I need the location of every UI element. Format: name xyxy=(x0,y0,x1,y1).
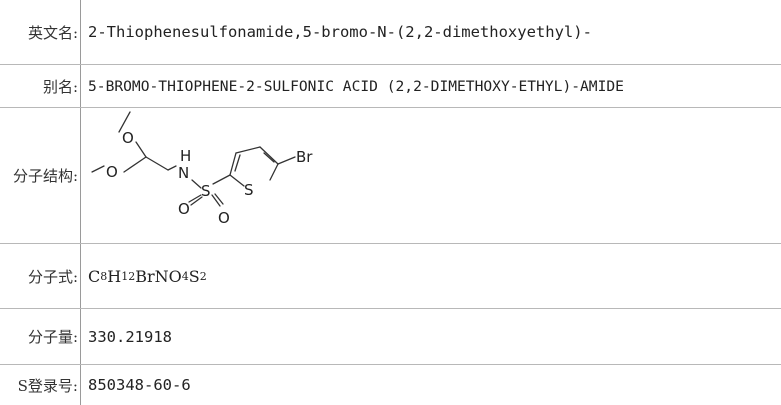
atom-nitrogen: N xyxy=(178,164,189,182)
english-name-value: 2-Thiophenesulfonamide,5-bromo-N-(2,2-di… xyxy=(88,23,592,41)
cas-number-value: 850348-60-6 xyxy=(88,376,191,394)
row-cas: S登录号: 850348-60-6 xyxy=(0,365,781,405)
alias-label: 别名: xyxy=(42,77,78,96)
row-english-name: 英文名: 2-Thiophenesulfonamide,5-bromo-N-(2… xyxy=(0,0,781,65)
atom-sulfur-sulfonyl: S xyxy=(201,182,211,200)
molecule-structure-svg: O O H N S O O S Br xyxy=(91,111,313,227)
atom-oxygen-sulfonyl-left: O xyxy=(178,200,190,218)
molecular-weight-value: 330.21918 xyxy=(88,327,172,346)
row-weight: 分子量: 330.21918 xyxy=(0,309,781,365)
atom-oxygen-top: O xyxy=(122,129,134,147)
atom-bromine: Br xyxy=(296,148,313,166)
english-name-label: 英文名: xyxy=(27,23,78,42)
atom-sulfur-ring: S xyxy=(244,181,254,199)
structure-bonds xyxy=(91,111,296,207)
atom-oxygen-left: O xyxy=(106,163,118,181)
row-structure: 分子结构: xyxy=(0,108,781,244)
atom-hydrogen: H xyxy=(180,147,191,165)
molecule-structure-image: O O H N S O O S Br xyxy=(82,108,342,243)
structure-label: 分子结构: xyxy=(12,167,78,185)
column-divider xyxy=(80,0,81,405)
row-alias: 别名: 5-BROMO-THIOPHENE-2-SULFONIC ACID (2… xyxy=(0,65,781,108)
weight-label: 分子量: xyxy=(27,328,78,346)
cas-label: S登录号: xyxy=(17,376,78,395)
alias-value: 5-BROMO-THIOPHENE-2-SULFONIC ACID (2,2-D… xyxy=(88,77,624,95)
atom-oxygen-sulfonyl-right: O xyxy=(218,209,230,227)
formula-label: 分子式: xyxy=(27,267,78,286)
